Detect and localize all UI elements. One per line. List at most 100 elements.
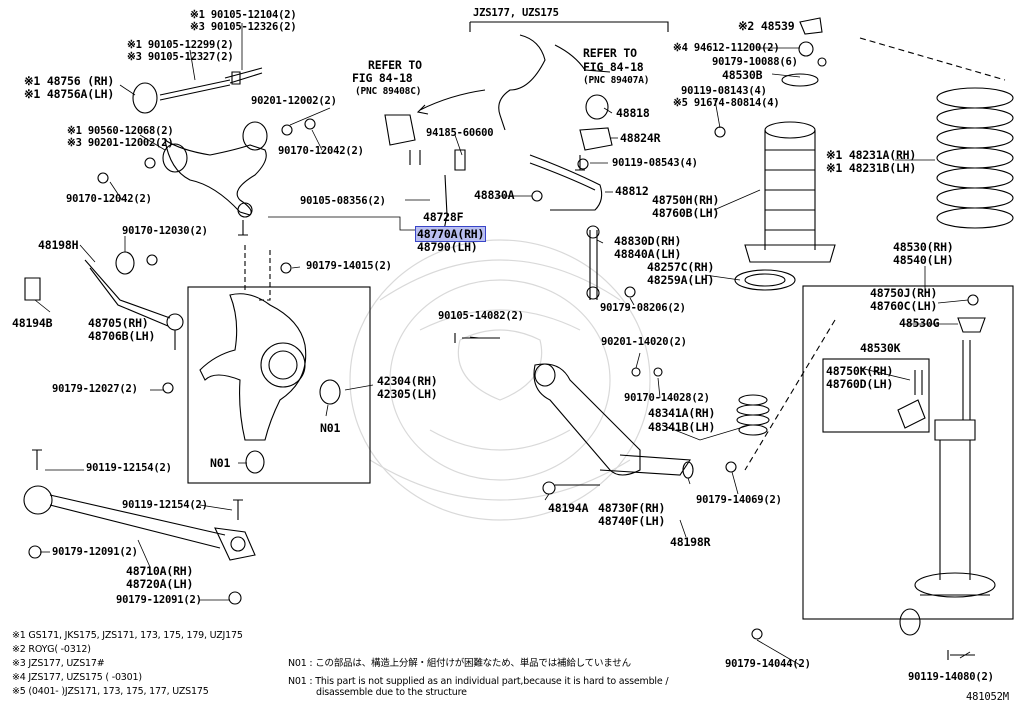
part-label[interactable]: 48198H	[38, 238, 79, 252]
part-label[interactable]: 48730F(RH)	[598, 501, 666, 515]
part-label[interactable]: 48540(LH)	[893, 253, 954, 267]
coil-spring-48231a	[936, 87, 1014, 229]
part-label[interactable]: ※1 90560-12068(2)	[67, 125, 174, 137]
part-label[interactable]: 48728F	[423, 210, 464, 224]
part-label[interactable]: 90201-14020(2)	[601, 336, 687, 348]
part-label[interactable]: 48194A	[548, 501, 589, 515]
part-label[interactable]: 90119-12154(2)	[122, 499, 208, 511]
part-label[interactable]: 42304(RH)	[377, 374, 438, 388]
footnote-4: ※4 JZS177, UZS175 ( -0301)	[12, 672, 142, 683]
part-label[interactable]: 48760B(LH)	[652, 206, 720, 220]
part-label[interactable]: 90179-14044(2)	[725, 658, 811, 670]
part-label[interactable]: 90201-12002(2)	[251, 95, 337, 107]
part-label[interactable]: 48530(RH)	[893, 240, 954, 254]
refer-left-line1: REFER TO	[368, 58, 422, 72]
part-label[interactable]: 48818	[616, 106, 650, 120]
part-label[interactable]: 90105-08356(2)	[300, 195, 386, 207]
part-label[interactable]: 94185-60600	[426, 127, 494, 139]
part-label[interactable]: 48812	[615, 184, 649, 198]
part-label[interactable]: ※1 48231B(LH)	[826, 161, 917, 175]
part-label[interactable]: N01	[320, 421, 341, 435]
part-label[interactable]: 48530B	[722, 68, 763, 82]
part-label[interactable]: 48341B(LH)	[648, 420, 716, 434]
part-label[interactable]: 90179-14015(2)	[306, 260, 392, 272]
part-label[interactable]: 48750K(RH)	[826, 364, 894, 378]
stabilizer-bar-48812	[529, 94, 636, 300]
part-label[interactable]: ※2 48539	[738, 19, 795, 33]
part-label[interactable]: 90119-08543(4)	[612, 157, 698, 169]
part-label[interactable]: ※1 48231A(RH)	[826, 148, 917, 162]
upper-control-arm	[162, 121, 268, 236]
part-label[interactable]: 90179-10088(6)	[712, 56, 798, 68]
part-label[interactable]: 90179-14069(2)	[696, 494, 782, 506]
part-label[interactable]: ※1 48756 (RH)	[24, 74, 115, 88]
part-label[interactable]: 48840A(LH)	[614, 247, 682, 261]
part-label[interactable]: 90170-14028(2)	[624, 392, 710, 404]
model-range-title: JZS177, UZS175	[473, 7, 559, 19]
part-label[interactable]: 48750H(RH)	[652, 193, 720, 207]
refer-right-line1: REFER TO	[583, 46, 637, 60]
footnote-5: ※5 (0401- )JZS171, 173, 175, 177, UZS175	[12, 686, 209, 697]
part-label[interactable]: 48198R	[670, 535, 711, 549]
part-label[interactable]: 48824R	[620, 131, 661, 145]
part-label[interactable]: 48750J(RH)	[870, 286, 938, 300]
part-label[interactable]: 90179-12027(2)	[52, 383, 138, 395]
part-label[interactable]: 90119-14080(2)	[908, 671, 994, 683]
refer-left-line3: (PNC 89408C)	[355, 86, 422, 97]
part-label[interactable]: 90170-12042(2)	[278, 145, 364, 157]
part-label[interactable]: 48706B(LH)	[88, 329, 156, 343]
part-label[interactable]: 90105-14082(2)	[438, 310, 524, 322]
speed-sensor-wire	[498, 34, 546, 131]
lower-arm-48710a	[23, 449, 256, 605]
part-label[interactable]: ※4 94612-11200(2)	[673, 42, 780, 54]
lower-arm-48730f	[454, 333, 737, 495]
part-label[interactable]: ※3 90105-12327(2)	[127, 51, 234, 63]
knuckle-42304	[199, 245, 341, 474]
part-label[interactable]: 48194B	[12, 316, 53, 330]
part-label[interactable]: 90119-12154(2)	[86, 462, 172, 474]
knuckle-frame	[187, 286, 371, 484]
part-label[interactable]: 48710A(RH)	[126, 564, 194, 578]
note-n01-english-line2: disassemble due to the structure	[316, 687, 467, 698]
part-label[interactable]: 48530G	[899, 316, 940, 330]
part-label[interactable]: 48530K	[860, 341, 901, 355]
part-label[interactable]: ※1 48756A(LH)	[24, 87, 115, 101]
bump-stop-48341	[736, 394, 770, 436]
part-label[interactable]: 48790(LH)	[417, 240, 478, 254]
part-label[interactable]: 90170-12042(2)	[66, 193, 152, 205]
part-label[interactable]: 90179-12091(2)	[52, 546, 138, 558]
part-label[interactable]: 48740F(LH)	[598, 514, 666, 528]
part-label[interactable]: 48720A(LH)	[126, 577, 194, 591]
highlighted-part-48770a[interactable]: 48770A(RH)	[414, 226, 487, 242]
part-label[interactable]: 48830D(RH)	[614, 234, 682, 248]
part-label[interactable]: ※1 90105-12299(2)	[127, 39, 234, 51]
figure-id: 481052M	[966, 691, 1009, 703]
refer-left-line2: FIG 84-18	[352, 71, 413, 85]
part-label[interactable]: 48830A	[474, 188, 515, 202]
part-label[interactable]: 90119-08143(4)	[681, 85, 767, 97]
shock-upper-mount	[577, 17, 836, 291]
part-label[interactable]: 48705(RH)	[88, 316, 149, 330]
part-label[interactable]: ※3 90201-12002(2)	[67, 137, 174, 149]
part-label[interactable]: 42305(LH)	[377, 387, 438, 401]
part-label[interactable]: 48259A(LH)	[647, 273, 715, 287]
leader-lines	[34, 23, 971, 666]
part-label[interactable]: 48257C(RH)	[647, 260, 715, 274]
part-label[interactable]: 48760C(LH)	[870, 299, 938, 313]
bushing-48756	[132, 82, 158, 114]
shock-absorber-frame	[802, 285, 1014, 620]
part-label[interactable]: ※5 91674-80814(4)	[673, 97, 780, 109]
part-label[interactable]: 90179-08206(2)	[600, 302, 686, 314]
part-label[interactable]: ※3 90105-12326(2)	[190, 21, 297, 33]
refer-right-line3: (PNC 89407A)	[583, 75, 650, 86]
part-label[interactable]: 48760D(LH)	[826, 377, 894, 391]
part-label[interactable]: ※1 90105-12104(2)	[190, 9, 297, 21]
part-label-highlighted[interactable]: 48770A(RH)	[414, 226, 487, 242]
part-label[interactable]: 90170-12030(2)	[122, 225, 208, 237]
note-n01-japanese: N01 : この部品は、構造上分解・組付けが困難なため、単品では補給していません	[288, 658, 631, 669]
part-label[interactable]: N01	[210, 456, 231, 470]
part-label[interactable]: 90179-12091(2)	[116, 594, 202, 606]
part-label[interactable]: 48341A(RH)	[648, 406, 716, 420]
